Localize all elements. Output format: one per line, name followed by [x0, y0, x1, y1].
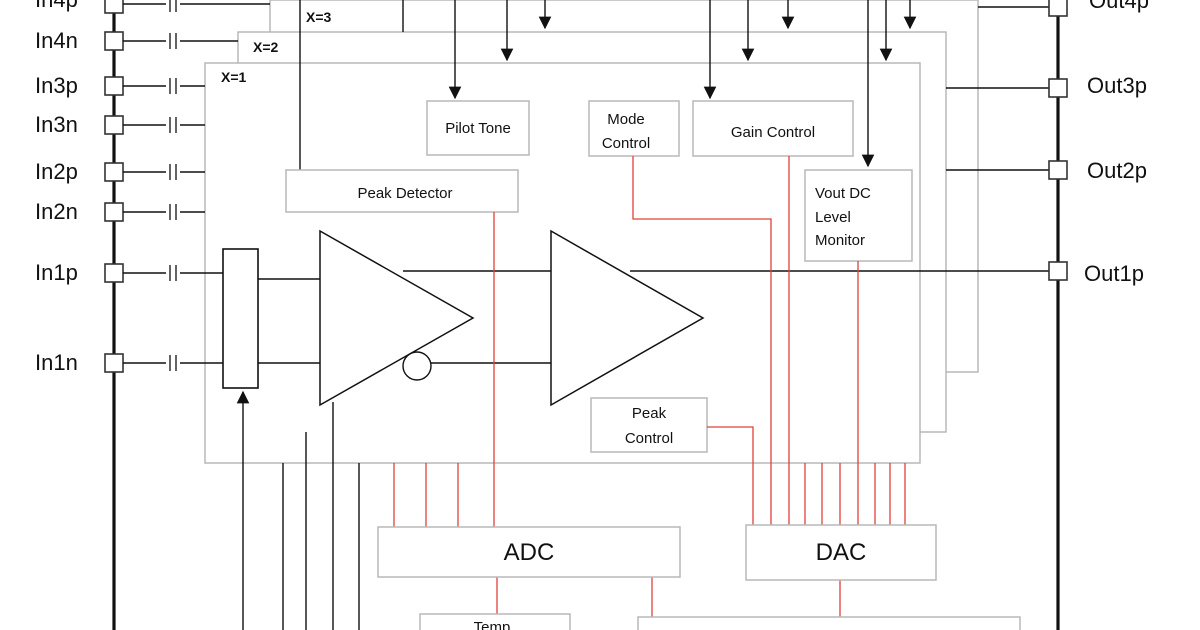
svg-text:In4n: In4n [35, 28, 78, 53]
dac-block: DAC [745, 524, 937, 581]
output-pin-out2p: Out2p [946, 158, 1147, 183]
input-pins: In4p In4n In3p In3n In2p [35, 0, 270, 375]
peak-control-block: Peak Control [590, 397, 708, 453]
svg-text:In2p: In2p [35, 159, 78, 184]
svg-text:Temp: Temp [474, 619, 511, 630]
input-pin-in1n: In1n [35, 350, 223, 375]
svg-text:In2n: In2n [35, 199, 78, 224]
output-pin-out1p: Out1p [630, 261, 1144, 286]
controller-block [637, 616, 1021, 630]
bottom-wires [282, 402, 360, 630]
vout-monitor-block: Vout DC Level Monitor [804, 169, 913, 262]
svg-text:Out3p: Out3p [1087, 73, 1147, 98]
control-wires-top [299, 0, 917, 170]
pilot-tone-block: Pilot Tone [426, 100, 530, 156]
svg-text:Out4p: Out4p [1089, 0, 1149, 13]
channel-label-x3: X=3 [306, 9, 332, 25]
svg-text:Peak Detector: Peak Detector [357, 185, 452, 202]
amplifier-stage-2 [550, 229, 705, 407]
input-pin-in3p: In3p [35, 73, 205, 98]
temp-block: Temp [419, 613, 571, 630]
input-pin-in4p: In4p [35, 0, 270, 14]
adc-block: ADC [377, 526, 681, 578]
peak-detector-block: Peak Detector [285, 169, 519, 213]
svg-text:Level: Level [815, 209, 851, 226]
gain-control-block: Gain Control [692, 100, 854, 157]
svg-text:In3n: In3n [35, 112, 78, 137]
svg-text:Control: Control [602, 135, 650, 152]
svg-text:In1n: In1n [35, 350, 78, 375]
svg-text:Pilot Tone: Pilot Tone [445, 120, 511, 137]
output-pin-out3p: Out3p [946, 73, 1147, 98]
svg-text:DAC: DAC [816, 539, 867, 566]
svg-text:Peak: Peak [632, 405, 667, 422]
svg-text:Out1p: Out1p [1084, 261, 1144, 286]
mode-control-block: Mode Control [588, 100, 680, 157]
svg-text:Monitor: Monitor [815, 232, 865, 249]
input-pin-in3n: In3n [35, 112, 205, 137]
svg-text:Gain Control: Gain Control [731, 124, 815, 141]
svg-text:In4p: In4p [35, 0, 78, 12]
input-mux [222, 248, 259, 389]
svg-text:In3p: In3p [35, 73, 78, 98]
input-pin-in1p: In1p [35, 260, 223, 285]
svg-text:Out2p: Out2p [1087, 158, 1147, 183]
svg-text:Vout DC: Vout DC [815, 185, 871, 202]
input-pin-in2p: In2p [35, 159, 205, 184]
amplifier-stage-1 [258, 229, 475, 407]
channel-label-x1: X=1 [221, 69, 247, 85]
output-pins: Out4p Out3p Out2p Out1p [630, 0, 1149, 286]
svg-text:In1p: In1p [35, 260, 78, 285]
svg-text:ADC: ADC [504, 539, 555, 566]
control-lines-red [393, 156, 906, 617]
input-pin-in2n: In2n [35, 199, 205, 224]
svg-text:Mode: Mode [607, 111, 645, 128]
svg-text:Control: Control [625, 430, 673, 447]
input-pin-in4n: In4n [35, 28, 238, 53]
output-pin-out4p: Out4p [978, 0, 1149, 17]
channel-label-x2: X=2 [253, 39, 279, 55]
